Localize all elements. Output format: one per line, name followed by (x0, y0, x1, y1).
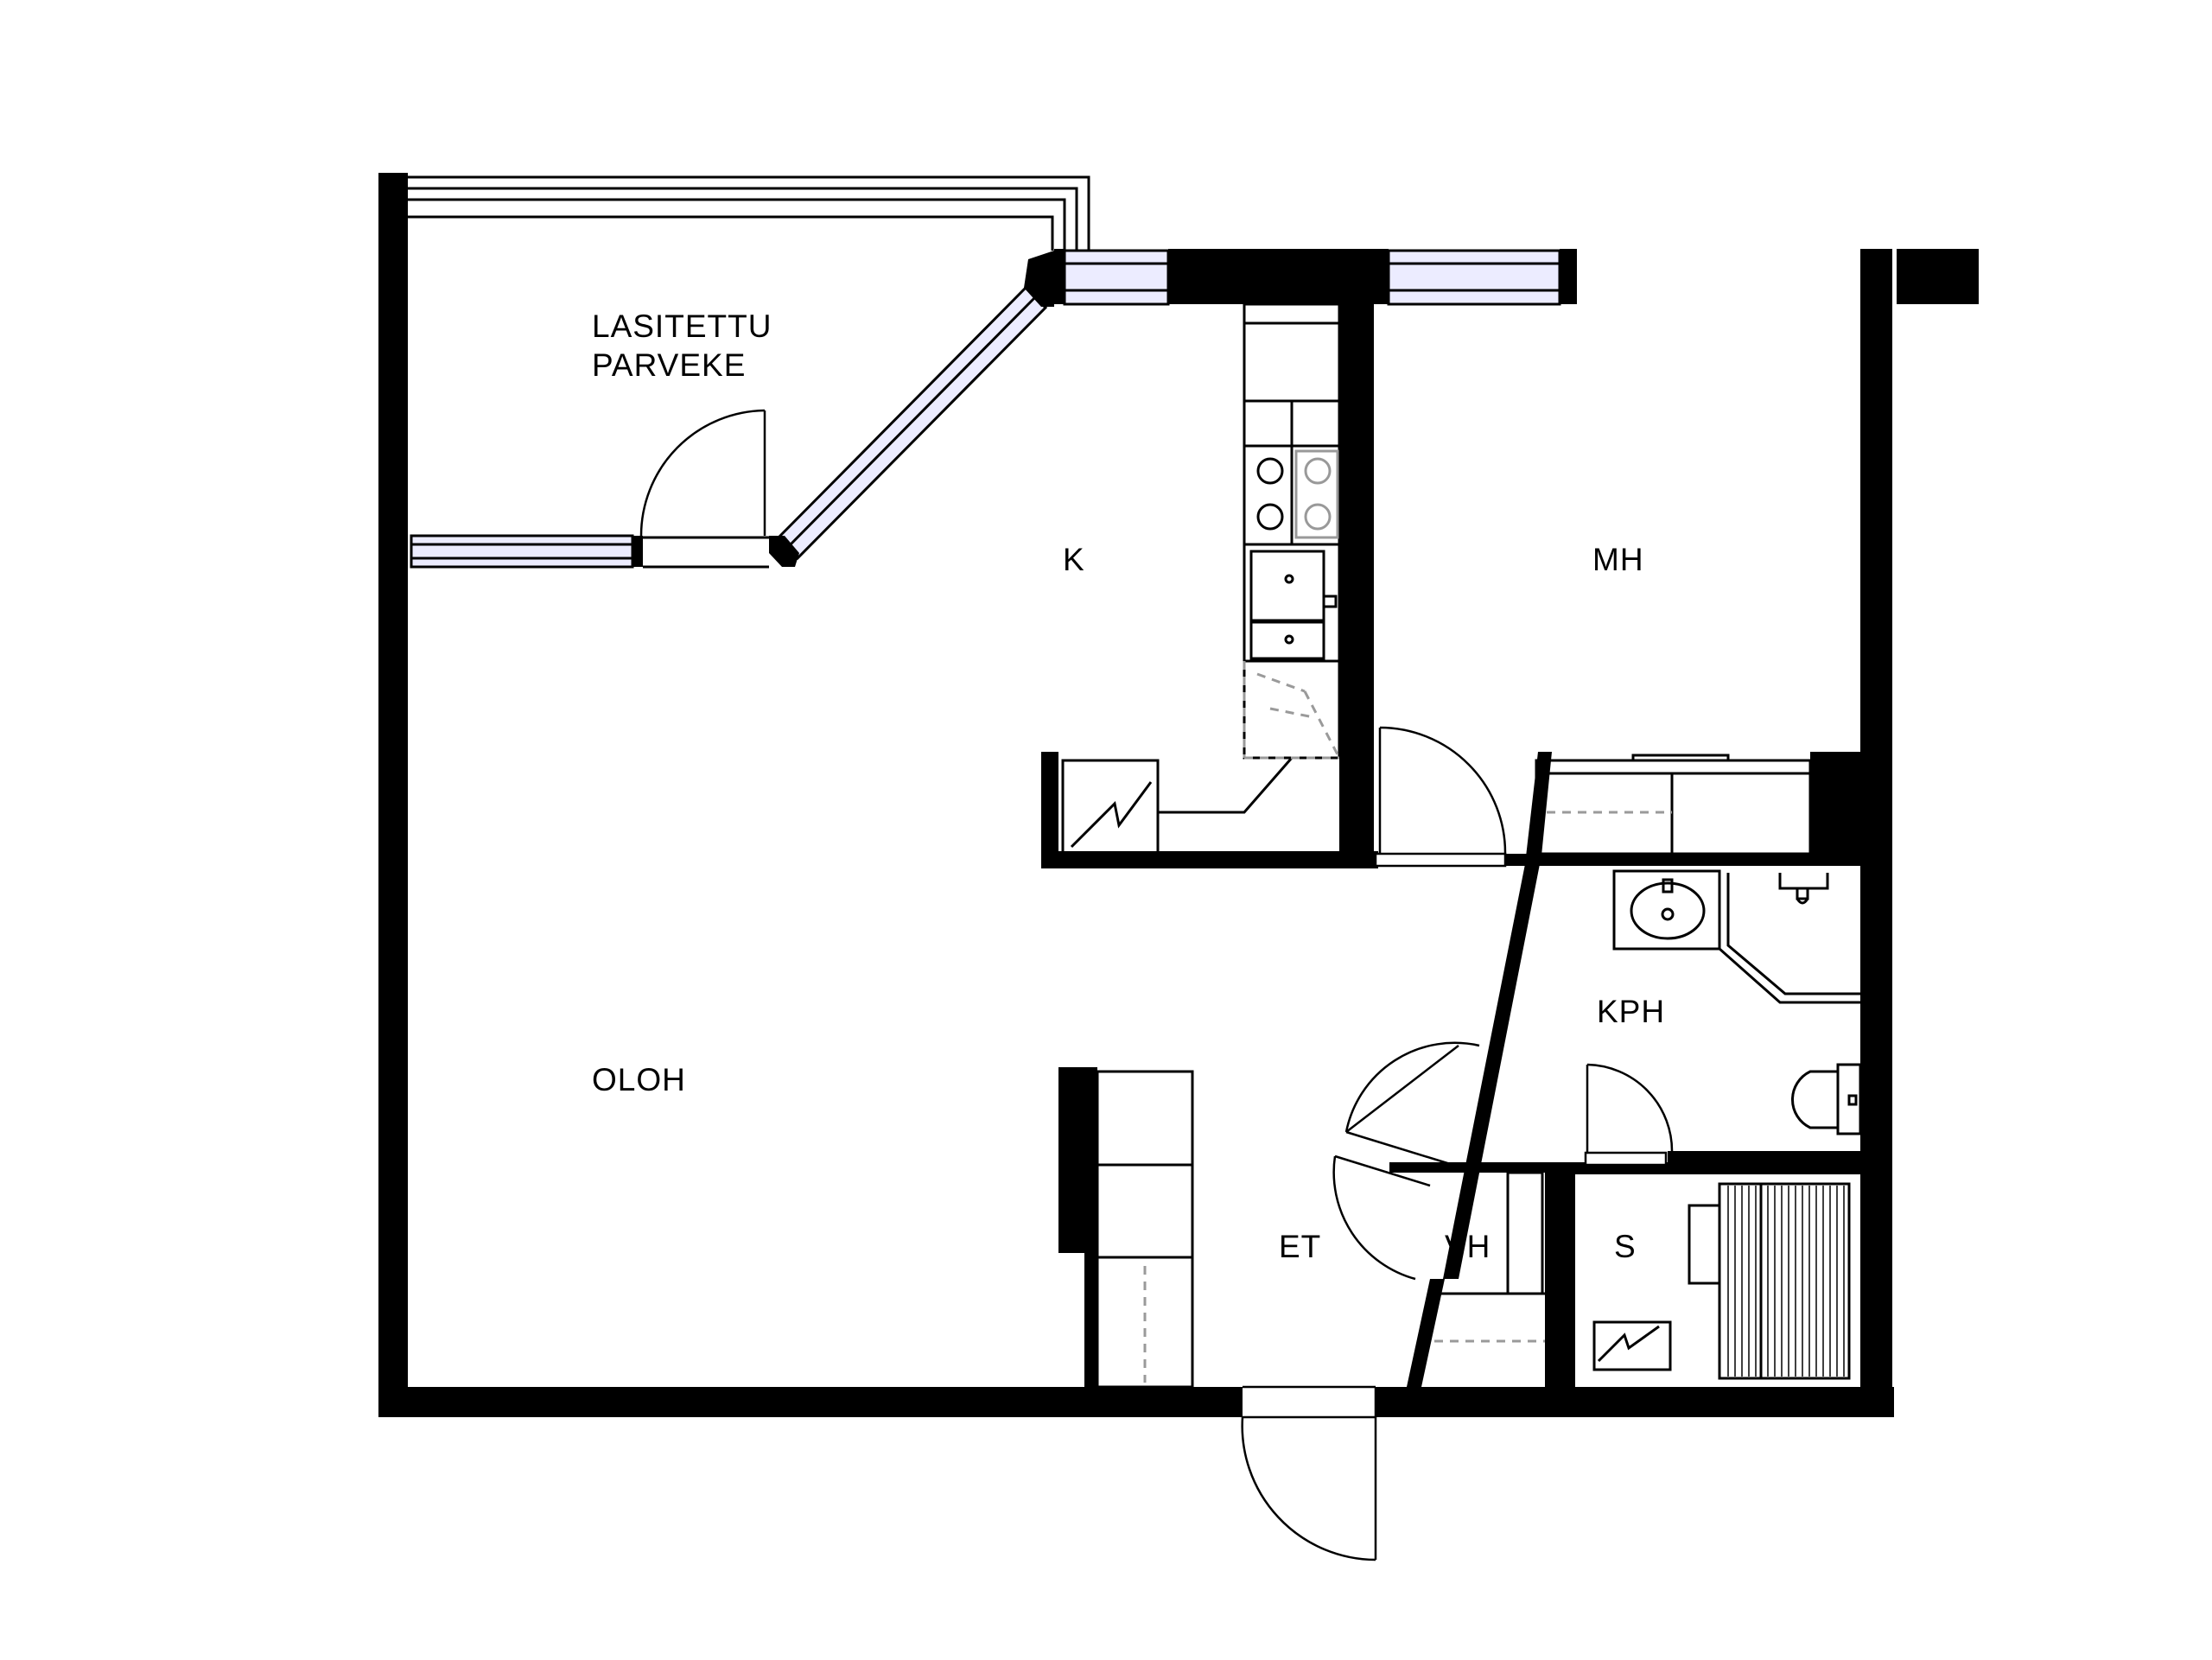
balcony-glazing-diagonal (769, 251, 1054, 567)
balcony-glazing-bottom (410, 534, 769, 569)
room-label-closet: VH (1445, 1229, 1491, 1264)
wardrobe (1096, 1070, 1194, 1389)
bathroom-door[interactable] (1584, 1063, 1674, 1167)
sauna-stove (1688, 1204, 1721, 1285)
window-kitchen (1063, 249, 1170, 306)
entry-door[interactable] (1241, 1385, 1377, 1561)
closet-door-vh-2[interactable] (1332, 1154, 1431, 1281)
interior-walls (1041, 304, 1860, 1387)
kitchen-sink (1249, 550, 1338, 660)
balcony-door[interactable] (639, 409, 766, 537)
sauna-slats (1727, 1186, 1845, 1377)
room-label-living: OLOH (592, 1062, 686, 1097)
shower (1718, 873, 1860, 1004)
bedroom-door[interactable] (1374, 726, 1507, 868)
exterior-walls (378, 173, 1979, 1417)
electric-panel-sauna (1592, 1320, 1672, 1371)
room-label-balcony-line2: PARVEKE (592, 347, 746, 383)
bathroom-sink (1612, 869, 1721, 951)
room-label-balcony-line1: LASITETTU (592, 308, 772, 344)
room-label-bedroom: MH (1592, 542, 1644, 577)
closet-door-vh-1[interactable] (1344, 1041, 1480, 1168)
stove (1256, 449, 1339, 539)
electric-panel-kitchen (1070, 781, 1153, 849)
room-label-hall: ET (1279, 1229, 1321, 1264)
room-label-kitchen: K (1063, 542, 1085, 577)
closet-vh (1427, 1171, 1545, 1343)
room-label-bathroom: KPH (1597, 994, 1665, 1029)
toilet (1791, 1063, 1862, 1135)
bedroom-closets (1535, 754, 1812, 855)
room-label-sauna: S (1614, 1229, 1637, 1264)
kitchen-counter (1061, 302, 1341, 855)
window-bedroom (1387, 249, 1561, 306)
balcony-railing (406, 175, 1090, 251)
diagonal-wall (1407, 752, 1552, 1387)
kitchen-hidden-lines (1243, 661, 1341, 760)
